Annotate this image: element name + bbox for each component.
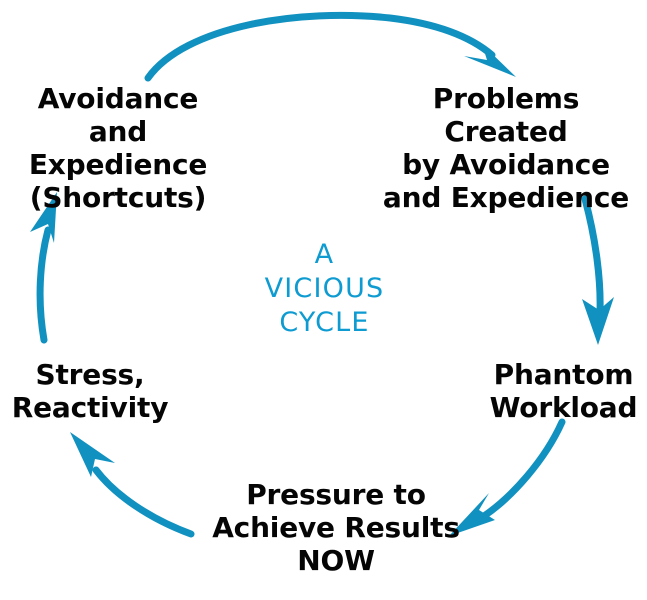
arrow-stress-to-avoidance [30, 192, 57, 344]
arrow-problems-to-phantom [581, 195, 614, 345]
node-label-pressure-to-achieve: Pressure to Achieve Results NOW [212, 478, 460, 577]
arrow-phantom-to-pressure [449, 418, 566, 536]
node-label-avoidance: Avoidance and Expedience (Shortcuts) [28, 82, 208, 214]
node-label-problems-created: Problems Created by Avoidance and Expedi… [382, 82, 630, 214]
node-label-stress-reactivity: Stress, Reactivity [11, 358, 169, 424]
node-label-phantom-workload: Phantom Workload [489, 358, 638, 424]
center-caption-vicious-cycle: A VICIOUS CYCLE [264, 239, 385, 338]
arrow-pressure-to-stress [70, 432, 195, 538]
arrow-avoidance-to-problems [144, 11, 516, 82]
